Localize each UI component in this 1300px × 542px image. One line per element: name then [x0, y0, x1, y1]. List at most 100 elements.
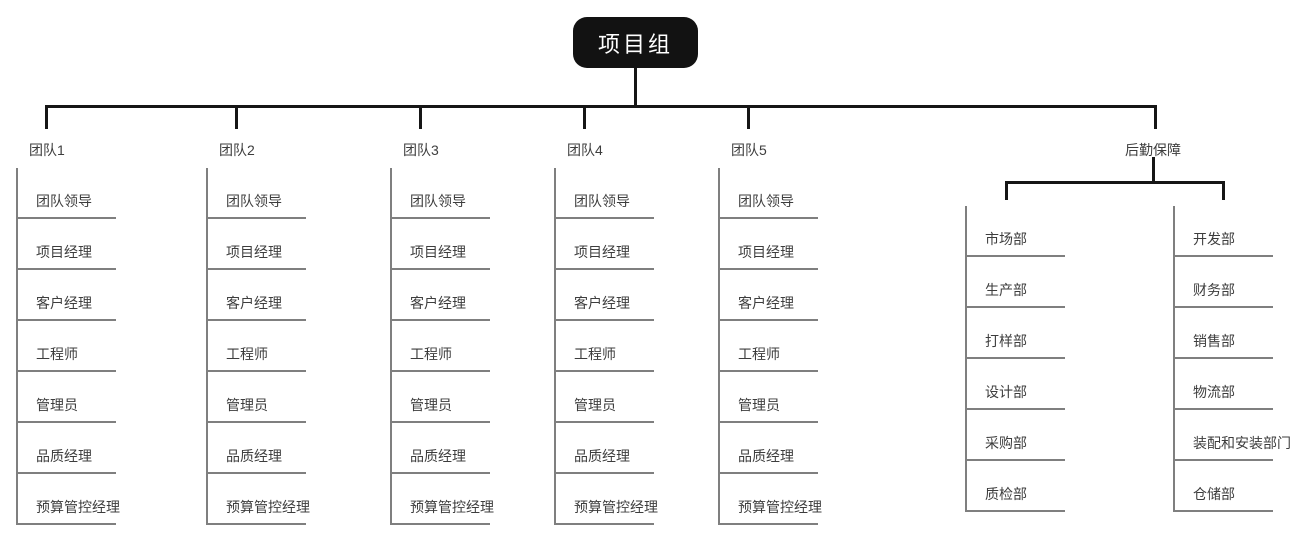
role-label: 品质经理: [738, 448, 794, 464]
role-item: 管理员: [208, 372, 306, 423]
connector-root-stub: [634, 68, 637, 107]
role-label: 工程师: [574, 346, 616, 362]
role-label: 工程师: [410, 346, 452, 362]
role-label: 品质经理: [36, 448, 92, 464]
role-label: 项目经理: [36, 244, 92, 260]
connector-main-bar: [45, 105, 1157, 108]
dept-label: 打样部: [985, 333, 1027, 349]
dept-item: 财务部: [1175, 257, 1273, 308]
dept-item: 设计部: [967, 359, 1065, 410]
logistics-right-column: 开发部 财务部 销售部 物流部 装配和安装部门 仓储部: [1173, 206, 1291, 512]
branch-label-team4: 团队4: [567, 142, 603, 158]
role-item: 项目经理: [392, 219, 490, 270]
role-item: 客户经理: [720, 270, 818, 321]
role-label: 客户经理: [36, 295, 92, 311]
connector-drop-team1: [45, 105, 48, 129]
branch-label-logistics: 后勤保障: [1125, 142, 1181, 158]
dept-item: 销售部: [1175, 308, 1273, 359]
connector-drop-team2: [235, 105, 238, 129]
role-item: 团队领导: [18, 168, 116, 219]
dept-label: 生产部: [985, 282, 1027, 298]
role-item: 品质经理: [556, 423, 654, 474]
dept-label: 装配和安装部门: [1193, 435, 1291, 451]
dept-label: 市场部: [985, 231, 1027, 247]
team4-column: 团队领导 项目经理 客户经理 工程师 管理员 品质经理 预算管控经理: [554, 168, 658, 525]
role-item: 团队领导: [556, 168, 654, 219]
role-label: 团队领导: [226, 193, 282, 209]
role-label: 管理员: [36, 397, 78, 413]
branch-label-team1: 团队1: [29, 142, 65, 158]
dept-label: 采购部: [985, 435, 1027, 451]
role-label: 工程师: [36, 346, 78, 362]
connector-logistics-drop-right: [1222, 181, 1225, 200]
role-label: 团队领导: [574, 193, 630, 209]
role-item: 客户经理: [208, 270, 306, 321]
role-item: 预算管控经理: [18, 474, 120, 525]
dept-item: 生产部: [967, 257, 1065, 308]
role-item: 客户经理: [556, 270, 654, 321]
role-label: 客户经理: [574, 295, 630, 311]
role-item: 工程师: [556, 321, 654, 372]
role-item: 项目经理: [18, 219, 116, 270]
branch-label-team2: 团队2: [219, 142, 255, 158]
role-item: 客户经理: [392, 270, 490, 321]
role-label: 品质经理: [410, 448, 466, 464]
dept-item: 打样部: [967, 308, 1065, 359]
role-item: 管理员: [392, 372, 490, 423]
connector-drop-team4: [583, 105, 586, 129]
role-label: 品质经理: [574, 448, 630, 464]
connector-drop-logistics: [1154, 105, 1157, 129]
role-item: 工程师: [18, 321, 116, 372]
role-item: 品质经理: [18, 423, 116, 474]
role-item: 品质经理: [720, 423, 818, 474]
role-label: 品质经理: [226, 448, 282, 464]
dept-label: 设计部: [985, 384, 1027, 400]
role-item: 项目经理: [208, 219, 306, 270]
role-item: 客户经理: [18, 270, 116, 321]
connector-logistics-bar: [1005, 181, 1225, 184]
connector-logistics-drop-left: [1005, 181, 1008, 200]
root-node-label: 项目组: [597, 31, 673, 57]
role-item: 工程师: [392, 321, 490, 372]
role-label: 团队领导: [738, 193, 794, 209]
dept-item: 采购部: [967, 410, 1065, 461]
logistics-left-column: 市场部 生产部 打样部 设计部 采购部 质检部: [965, 206, 1065, 512]
role-item: 品质经理: [392, 423, 490, 474]
dept-item: 市场部: [967, 206, 1065, 257]
role-item: 管理员: [18, 372, 116, 423]
connector-drop-team5: [747, 105, 750, 129]
branch-label-team5: 团队5: [731, 142, 767, 158]
role-label: 项目经理: [410, 244, 466, 260]
role-item: 项目经理: [720, 219, 818, 270]
role-label: 预算管控经理: [738, 499, 822, 515]
role-label: 管理员: [410, 397, 452, 413]
dept-label: 物流部: [1193, 384, 1235, 400]
role-item: 预算管控经理: [556, 474, 658, 525]
role-item: 预算管控经理: [208, 474, 310, 525]
team3-column: 团队领导 项目经理 客户经理 工程师 管理员 品质经理 预算管控经理: [390, 168, 494, 525]
role-label: 预算管控经理: [410, 499, 494, 515]
role-label: 项目经理: [574, 244, 630, 260]
team1-column: 团队领导 项目经理 客户经理 工程师 管理员 品质经理 预算管控经理: [16, 168, 120, 525]
dept-label: 财务部: [1193, 282, 1235, 298]
role-label: 工程师: [226, 346, 268, 362]
role-label: 预算管控经理: [226, 499, 310, 515]
role-label: 客户经理: [738, 295, 794, 311]
team5-column: 团队领导 项目经理 客户经理 工程师 管理员 品质经理 预算管控经理: [718, 168, 822, 525]
dept-item: 物流部: [1175, 359, 1273, 410]
role-item: 工程师: [720, 321, 818, 372]
connector-drop-team3: [419, 105, 422, 129]
role-item: 品质经理: [208, 423, 306, 474]
role-label: 团队领导: [410, 193, 466, 209]
dept-item: 仓储部: [1175, 461, 1273, 512]
dept-item: 开发部: [1175, 206, 1273, 257]
role-item: 团队领导: [720, 168, 818, 219]
role-label: 管理员: [226, 397, 268, 413]
root-node: 项目组: [573, 17, 698, 68]
role-item: 团队领导: [392, 168, 490, 219]
role-item: 管理员: [556, 372, 654, 423]
dept-label: 开发部: [1193, 231, 1235, 247]
role-label: 管理员: [574, 397, 616, 413]
role-item: 管理员: [720, 372, 818, 423]
